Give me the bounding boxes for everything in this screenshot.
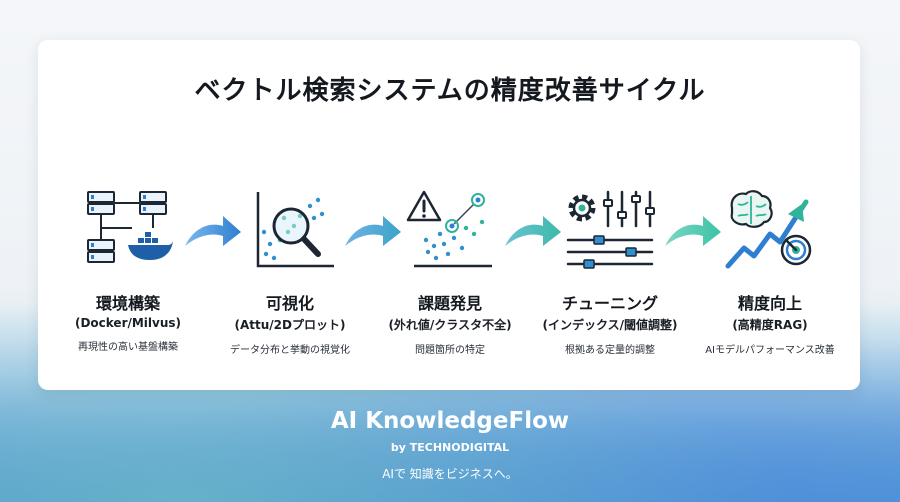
server-docker-icon (87, 191, 173, 263)
step-accuracy-improvement: 精度向上 (高精度RAG) AIモデルパフォーマンス改善 (690, 188, 850, 356)
step-subtitle: (外れ値/クラスタ不全) (388, 318, 512, 332)
step-name: チューニング (561, 294, 658, 313)
warning-scatter-icon (406, 190, 492, 268)
page-title: ベクトル検索システムの精度改善サイクル (194, 76, 706, 106)
step-subtitle: (高精度RAG) (732, 318, 808, 332)
step-name: 課題発見 (417, 294, 482, 313)
flow-arrow-icon (505, 216, 561, 246)
step-visualization: 可視化 (Attu/2Dプロット) データ分布と挙動の視覚化 (210, 188, 370, 356)
step-subtitle: (Docker/Milvus) (74, 316, 182, 330)
step-name: 精度向上 (737, 294, 802, 313)
brand-tagline: AIで 知識をビジネスへ。 (382, 467, 518, 481)
step-name: 環境構築 (95, 294, 160, 313)
step-issue-discovery: 課題発見 (外れ値/クラスタ不全) 問題箇所の特定 (370, 188, 530, 356)
brain-target-growth-icon (725, 190, 812, 269)
diagram-card (38, 40, 860, 390)
step-description: AIモデルパフォーマンス改善 (705, 345, 835, 356)
step-environment: 環境構築 (Docker/Milvus) 再現性の高い基盤構築 (48, 188, 208, 353)
gear-sliders-icon (566, 190, 655, 269)
brand-title: AI KnowledgeFlow (330, 408, 570, 434)
flow-arrow-icon (665, 216, 721, 246)
step-subtitle: (Attu/2Dプロット) (234, 318, 346, 332)
step-description: 問題箇所の特定 (415, 345, 485, 356)
step-name: 可視化 (265, 294, 314, 313)
step-description: 根拠ある定量的調整 (565, 345, 655, 356)
step-tuning: チューニング (インデックス/閾値調整) 根拠ある定量的調整 (530, 188, 690, 356)
step-subtitle: (インデックス/閾値調整) (542, 318, 678, 332)
step-description: データ分布と挙動の視覚化 (230, 345, 350, 356)
flow-arrow-icon (185, 216, 241, 246)
flow-arrow-icon (345, 216, 401, 246)
brand-byline: by TECHNODIGITAL (390, 441, 510, 454)
scatter-magnifier-icon (256, 192, 334, 268)
step-description: 再現性の高い基盤構築 (78, 342, 178, 353)
